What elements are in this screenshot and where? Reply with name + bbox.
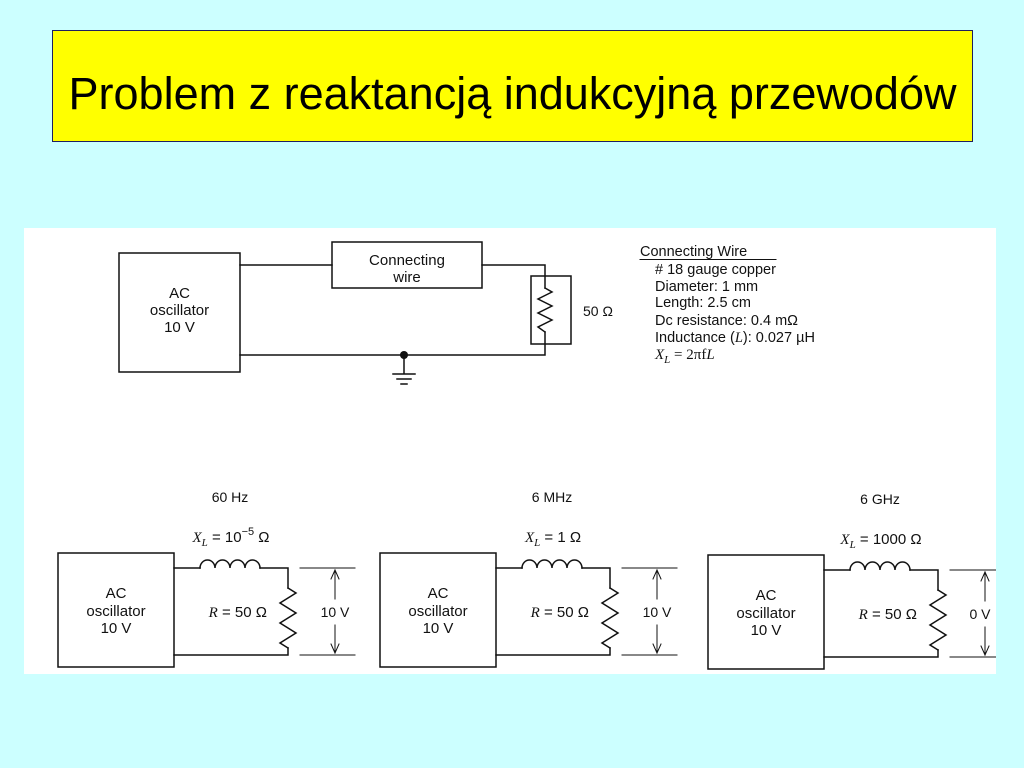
spec-diameter: Diameter: 1 mm	[655, 279, 758, 295]
wire-specs: Connecting Wire # 18 gauge copper Diamet…	[639, 244, 815, 366]
test-circuit: AC oscillator 10 V Connecting wire 50 Ω	[118, 241, 613, 385]
voltage-arrow	[621, 567, 678, 656]
reactance-value: = 1 Ω	[540, 529, 581, 546]
wire-top	[173, 567, 289, 589]
reactance-symbol: X	[839, 532, 850, 548]
reactance-subscript: L	[849, 539, 856, 551]
oscillator-line-ac: AC	[169, 285, 190, 302]
voltage-arrow	[299, 567, 356, 656]
case-6mhz: 6 MHz XL = 1 Ω AC oscillator 10 V R = 50…	[379, 489, 678, 668]
inductance-prefix: Inductance (	[655, 330, 735, 346]
circuit-diagram-panel: AC oscillator 10 V Connecting wire 50 Ω …	[24, 228, 996, 674]
reactance-symbol: X	[524, 530, 535, 546]
inductor-coil-icon	[199, 559, 261, 569]
frequency-label: 6 MHz	[532, 489, 572, 505]
load-resistance-label: 50 Ω	[583, 303, 613, 319]
formula-subscript: L	[663, 354, 670, 366]
reactance-exponent: −5	[242, 526, 255, 538]
wire-specs-heading: Connecting Wire	[640, 244, 747, 260]
spec-gauge: # 18 gauge copper	[655, 262, 776, 278]
slide-title: Problem z reaktancją indukcyjną przewodó…	[68, 67, 957, 119]
oscillator-line-ac: AC	[428, 585, 449, 602]
ac-oscillator-box	[57, 552, 175, 668]
reactance-value: = 1000 Ω	[856, 531, 922, 548]
formula-symbol: X	[654, 347, 665, 363]
case-60hz: 60 Hz XL = 10−5 Ω AC oscillator 10 V R =…	[57, 489, 356, 668]
frequency-label: 6 GHz	[860, 491, 900, 507]
oscillator-line-voltage: 10 V	[164, 319, 195, 336]
resistor-icon	[278, 586, 298, 650]
ac-oscillator-box	[118, 252, 241, 373]
oscillator-line-voltage: 10 V	[751, 622, 782, 639]
reactance-subscript: L	[201, 537, 208, 549]
inductor-coil-icon	[849, 561, 911, 571]
spec-length: Length: 2.5 cm	[655, 295, 751, 311]
wire-bottom	[823, 649, 939, 658]
load-voltage-label: 10 V	[321, 604, 350, 620]
reactance-formula: XL = 2πfL	[654, 347, 715, 366]
resistor-icon	[600, 586, 620, 650]
resistor-label: R = 50 Ω	[530, 604, 589, 621]
oscillator-line-name: oscillator	[736, 605, 795, 622]
reactance-label: XL = 10−5 Ω	[191, 526, 269, 549]
oscillator-line-voltage: 10 V	[101, 620, 132, 637]
resistor-value: = 50 Ω	[868, 606, 917, 623]
reactance-label: XL = 1000 Ω	[839, 531, 921, 551]
spec-dc-resistance: Dc resistance: 0.4 mΩ	[655, 313, 798, 329]
resistor-value: = 50 Ω	[218, 604, 267, 621]
connecting-wire-label-1: Connecting	[369, 252, 445, 269]
resistor-symbol: R	[858, 607, 868, 623]
frequency-label: 60 Hz	[212, 489, 249, 505]
circuit-diagram: AC oscillator 10 V Connecting wire 50 Ω …	[57, 241, 996, 670]
ac-oscillator-box	[707, 554, 825, 670]
wire-top	[823, 569, 939, 591]
inductor-coil-icon	[521, 559, 583, 569]
wire-top-right	[481, 264, 546, 289]
spec-inductance: Inductance (L): 0.027 µH	[655, 330, 815, 346]
resistor-label: R = 50 Ω	[208, 604, 267, 621]
oscillator-line-voltage: 10 V	[423, 620, 454, 637]
title-box: Problem z reaktancją indukcyjną przewodó…	[52, 30, 973, 142]
resistor-label: R = 50 Ω	[858, 606, 917, 623]
formula-equals: = 2πf	[670, 347, 706, 363]
case-6ghz: 6 GHz XL = 1000 Ω AC oscillator 10 V R =…	[707, 491, 996, 670]
reactance-value: = 10	[208, 529, 242, 546]
load-resistor-icon	[536, 286, 554, 334]
formula-symbol-2: L	[705, 347, 714, 363]
reactance-subscript: L	[533, 537, 540, 549]
resistor-icon	[928, 588, 948, 652]
ac-oscillator-box	[379, 552, 497, 668]
reactance-label: XL = 1 Ω	[524, 529, 581, 549]
oscillator-line-name: oscillator	[408, 603, 467, 620]
wire-return	[239, 331, 546, 356]
inductance-suffix: ): 0.027 µH	[743, 330, 815, 346]
load-voltage-label: 10 V	[643, 604, 672, 620]
oscillator-line-name: oscillator	[150, 302, 209, 319]
oscillator-line-ac: AC	[756, 587, 777, 604]
resistor-symbol: R	[208, 605, 218, 621]
inductance-symbol: L	[734, 330, 743, 346]
oscillator-line-name: oscillator	[86, 603, 145, 620]
reactance-unit: Ω	[254, 529, 269, 546]
voltage-arrow	[949, 569, 996, 658]
load-resistor-box	[530, 275, 572, 345]
wire-bottom	[173, 647, 289, 656]
oscillator-line-ac: AC	[106, 585, 127, 602]
load-voltage-label: 0 V	[969, 606, 991, 622]
resistor-value: = 50 Ω	[540, 604, 589, 621]
reactance-symbol: X	[191, 530, 202, 546]
connecting-wire-label-2: wire	[392, 269, 421, 286]
wire-bottom	[495, 647, 611, 656]
wire-top	[495, 567, 611, 589]
resistor-symbol: R	[530, 605, 540, 621]
ground-icon	[392, 354, 416, 385]
